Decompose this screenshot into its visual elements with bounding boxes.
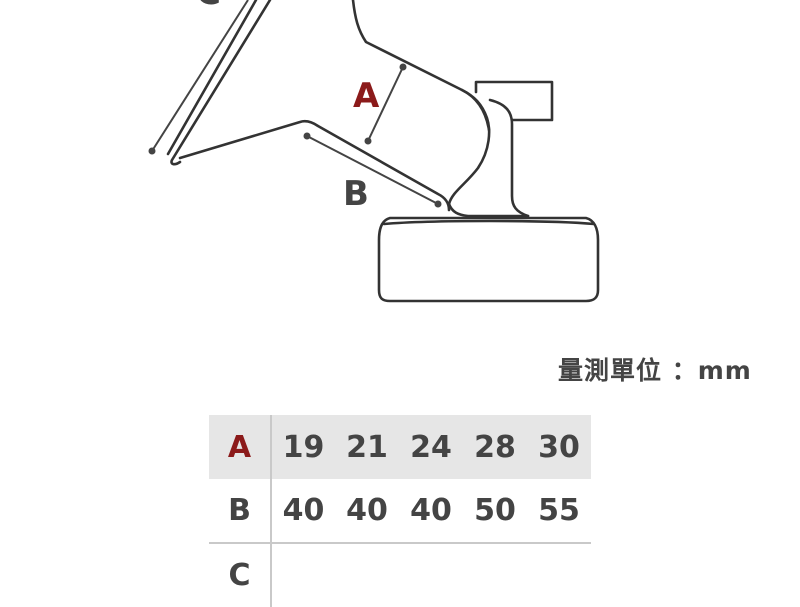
- row-label-b: B: [209, 479, 272, 544]
- dimension-c-end-dot: [148, 147, 156, 155]
- dimension-b: [303, 132, 442, 208]
- table-cell: 28: [463, 415, 527, 479]
- table-cell: [527, 543, 591, 607]
- table-cell: 40: [335, 479, 399, 544]
- dimension-a-line: [367, 66, 404, 142]
- table-cell: 40: [271, 479, 335, 544]
- table-row-c: C: [209, 543, 591, 607]
- table-row-a: A 19 21 24 28 30: [209, 415, 591, 479]
- table-cell: 55: [527, 479, 591, 544]
- table-row-b: B 40 40 40 50 55: [209, 479, 591, 544]
- dimension-a-start-dot: [399, 63, 407, 71]
- label-b: B: [343, 174, 369, 214]
- dimension-c: [148, 0, 249, 155]
- table-cell: 40: [399, 479, 463, 544]
- table-cell: 30: [527, 415, 591, 479]
- dimension-a: [364, 63, 407, 145]
- label-c: C: [196, 0, 221, 13]
- dimension-b-line: [306, 135, 439, 205]
- table-cell: 19: [271, 415, 335, 479]
- table-cell: 21: [335, 415, 399, 479]
- table-cell: [335, 543, 399, 607]
- table-cell: [463, 543, 527, 607]
- table-cell: 50: [463, 479, 527, 544]
- dimension-b-start-dot: [303, 132, 311, 140]
- table-cell: [271, 543, 335, 607]
- dimension-a-end-dot: [364, 137, 372, 145]
- size-table: A 19 21 24 28 30 B 40 40 40 50 55 C: [209, 415, 591, 607]
- label-a: A: [353, 76, 380, 116]
- table-cell: 24: [399, 415, 463, 479]
- dimension-b-end-dot: [434, 200, 442, 208]
- measurement-unit-note: 量測單位 ：mm: [558, 356, 752, 385]
- dimension-c-line: [151, 0, 249, 152]
- row-label-c: C: [209, 543, 272, 607]
- breast-shield-diagram: A B C: [148, 0, 600, 303]
- row-label-a: A: [209, 415, 272, 479]
- breast-shield-outline: [166, 0, 600, 303]
- table-cell: [399, 543, 463, 607]
